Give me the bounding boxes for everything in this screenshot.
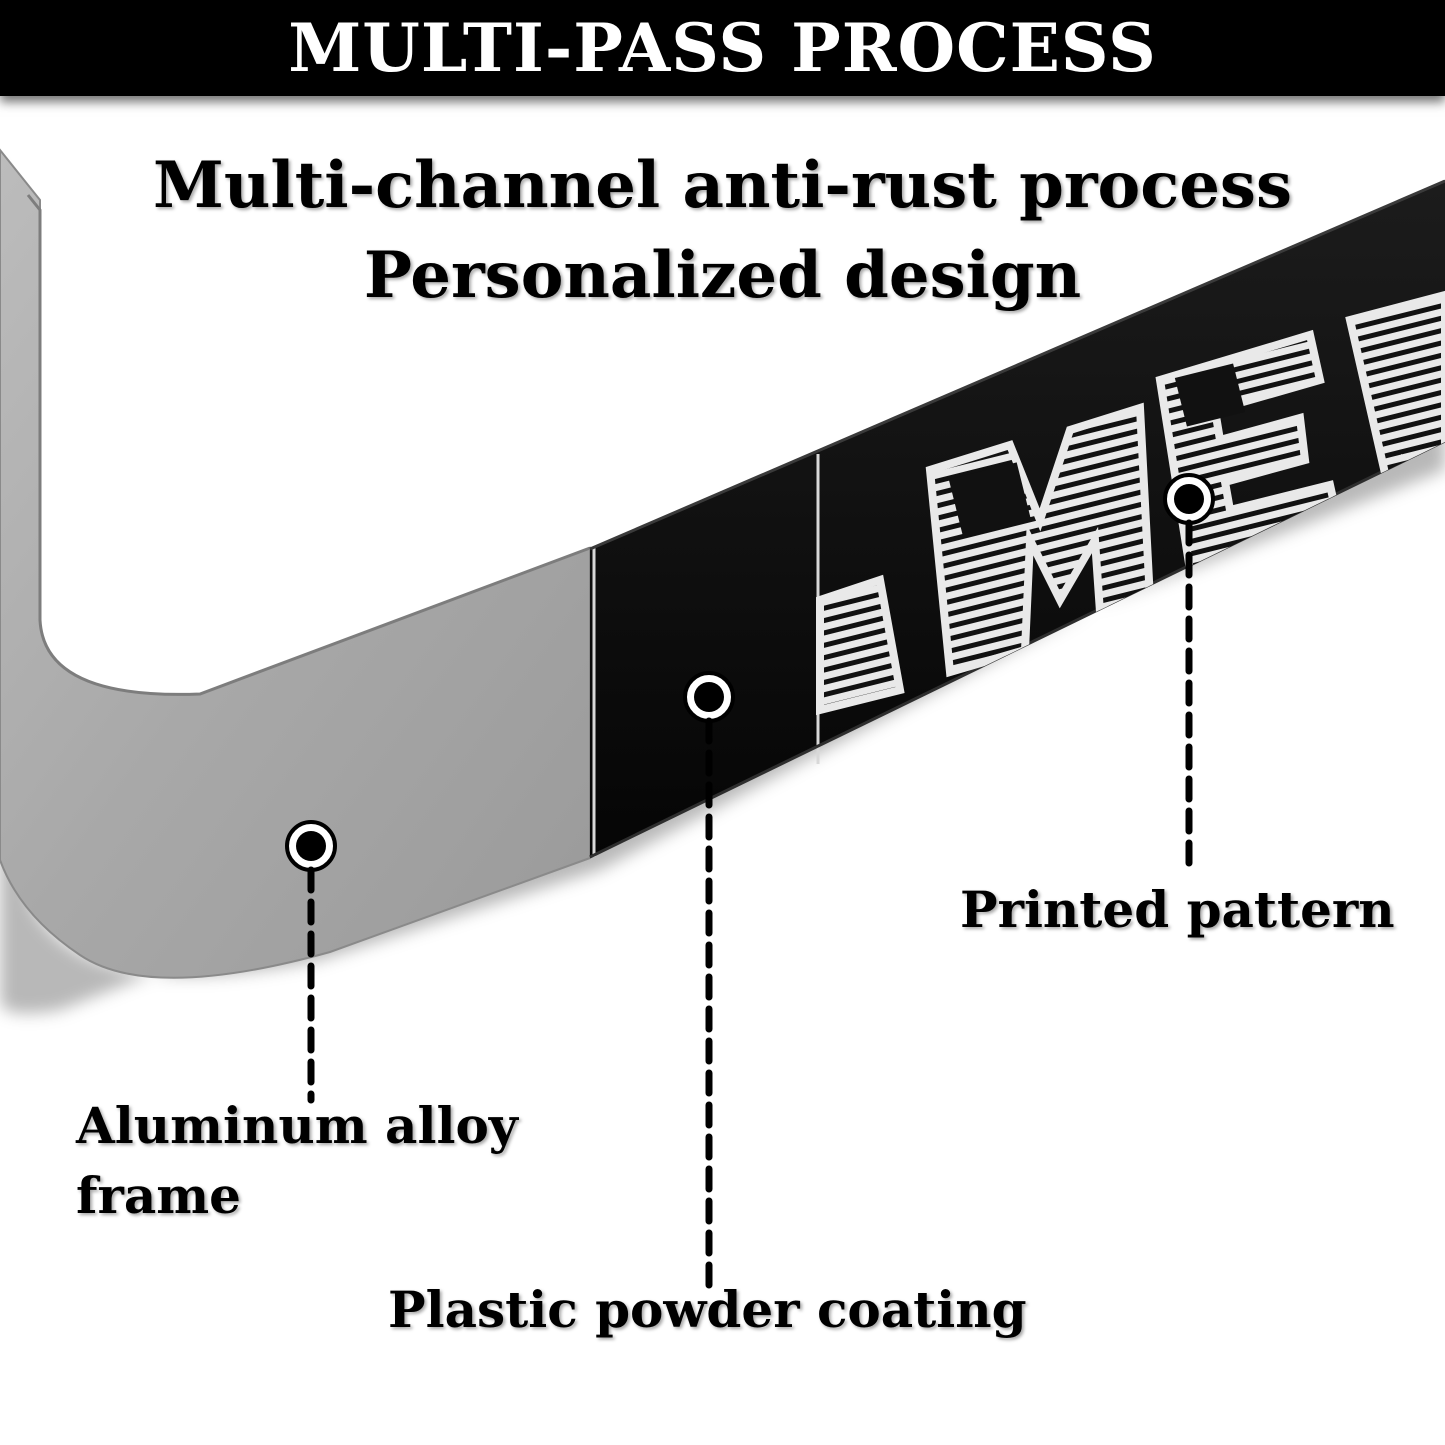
strip-top-edge bbox=[589, 179, 1445, 551]
marker-coating bbox=[683, 671, 735, 1289]
stars-canton-e bbox=[1174, 363, 1246, 427]
headline-line-1: Multi-channel anti-rust process bbox=[153, 148, 1292, 223]
callout-printed-pattern: Printed pattern bbox=[960, 880, 1395, 939]
marker-pattern bbox=[1163, 473, 1215, 874]
headline-line-2: Personalized design bbox=[363, 238, 1082, 313]
title-banner: MULTI-PASS PROCESS bbox=[0, 0, 1445, 96]
stars-canton-m bbox=[948, 462, 1032, 538]
callout-plastic-powder-coating: Plastic powder coating bbox=[388, 1280, 1027, 1339]
banner-title: MULTI-PASS PROCESS bbox=[288, 9, 1157, 87]
printed-letter-a bbox=[816, 574, 905, 716]
callout-aluminum-frame-line-2: frame bbox=[76, 1166, 241, 1225]
callout-aluminum-frame-line-1: Aluminum alloy bbox=[76, 1096, 518, 1155]
frame-inner-edge bbox=[26, 194, 591, 696]
marker-frame bbox=[285, 820, 337, 1104]
printed-letter-r bbox=[1345, 289, 1445, 500]
